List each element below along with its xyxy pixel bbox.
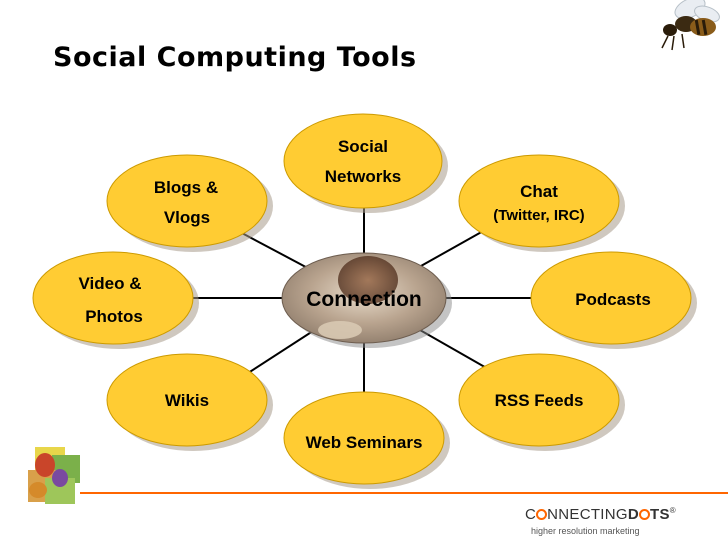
logo-wordmark: C NNECTINGD TS® bbox=[525, 506, 676, 523]
node-label-blogs-vlogs-2: Vlogs bbox=[164, 208, 210, 227]
logo-trademark: ® bbox=[669, 506, 676, 515]
node-label-social-networks-1: Social bbox=[338, 137, 388, 156]
node-label-social-networks-2: Networks bbox=[325, 167, 402, 186]
center-label: Connection bbox=[306, 288, 422, 311]
person-photo-icon bbox=[338, 256, 398, 304]
node-social-networks: Social Networks bbox=[283, 113, 448, 213]
logo-brand-part1: C bbox=[525, 506, 537, 523]
logo-brand-part3: D bbox=[627, 506, 640, 523]
node-rss-feeds: RSS Feeds bbox=[458, 353, 625, 451]
node-label-rss-feeds-1: RSS Feeds bbox=[495, 391, 584, 410]
logo-brand-part4: TS bbox=[650, 506, 670, 523]
node-blogs-vlogs: Blogs & Vlogs bbox=[106, 154, 273, 252]
node-label-video-photos-1: Video & bbox=[79, 274, 142, 293]
node-chat: Chat (Twitter, IRC) bbox=[458, 154, 625, 252]
logo-brand-part2: NNECTING bbox=[547, 506, 628, 523]
node-label-podcasts-1: Podcasts bbox=[575, 290, 651, 309]
logo-o-mark-icon bbox=[536, 509, 548, 520]
logo-o-mark-icon-2 bbox=[639, 509, 651, 520]
node-label-chat-2: (Twitter, IRC) bbox=[493, 207, 584, 224]
node-label-wikis-1: Wikis bbox=[165, 391, 209, 410]
node-label-chat-1: Chat bbox=[520, 182, 558, 201]
node-wikis: Wikis bbox=[106, 353, 273, 451]
slide-title: Social Computing Tools bbox=[53, 42, 417, 73]
connecting-dots-logo: C NNECTINGD TS® higher resolution marketin… bbox=[525, 506, 725, 542]
node-video-photos: Video & Photos bbox=[32, 251, 199, 349]
node-connection: Connection bbox=[281, 252, 452, 348]
node-web-seminars: Web Seminars bbox=[283, 391, 450, 489]
node-podcasts: Podcasts bbox=[530, 251, 697, 349]
node-label-web-seminars-1: Web Seminars bbox=[306, 433, 423, 452]
bottom-divider bbox=[80, 492, 728, 494]
node-label-video-photos-2: Photos bbox=[85, 307, 143, 326]
decorative-squares-image bbox=[28, 447, 80, 504]
logo-tagline: higher resolution marketing bbox=[531, 526, 640, 536]
node-label-blogs-vlogs-1: Blogs & bbox=[154, 178, 218, 197]
bee-icon bbox=[661, 0, 720, 51]
